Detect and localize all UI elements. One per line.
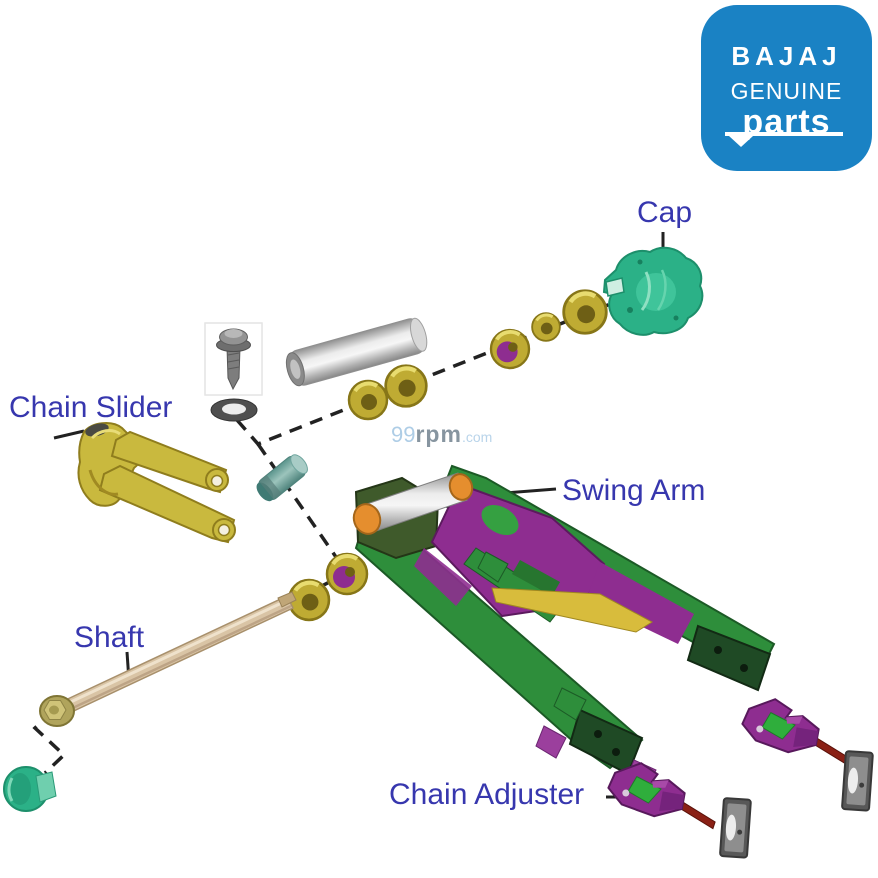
label-chain-slider: Chain Slider <box>9 391 173 424</box>
spacer-tube-part <box>285 317 428 387</box>
bush-washer-part <box>289 552 369 620</box>
end-cap-part <box>3 766 57 812</box>
watermark-name: rpm <box>415 421 462 447</box>
spacer-bush-part <box>256 454 308 502</box>
label-cap: Cap <box>637 196 693 229</box>
bush-washer-part <box>347 366 426 421</box>
watermark-suffix: .com <box>461 429 493 445</box>
logo-underline <box>725 132 843 136</box>
logo-arrow-icon <box>729 136 753 147</box>
pivot-screw-part <box>216 328 251 391</box>
watermark-prefix: 99 <box>391 422 416 447</box>
screw-highlight-box <box>204 322 263 396</box>
bush-washer-part <box>489 291 606 370</box>
shaft-part <box>39 591 297 727</box>
washer-part <box>210 398 258 422</box>
adjuster-plate-part <box>718 750 874 859</box>
bajaj-genuine-parts-logo: BAJAJ GENUINE parts <box>701 5 872 171</box>
logo-genuine-text: GENUINE <box>730 78 843 104</box>
swing-arm-part <box>352 464 776 787</box>
logo-parts-text: parts <box>742 103 831 141</box>
logo-brand-text: BAJAJ <box>731 41 842 71</box>
chain-slider-part <box>77 422 236 544</box>
watermark: 99rpm.com <box>391 421 492 448</box>
label-shaft: Shaft <box>74 621 145 654</box>
label-swing-arm: Swing Arm <box>562 474 706 507</box>
label-chain-adjuster: Chain Adjuster <box>389 778 585 811</box>
cap-part <box>602 246 704 336</box>
